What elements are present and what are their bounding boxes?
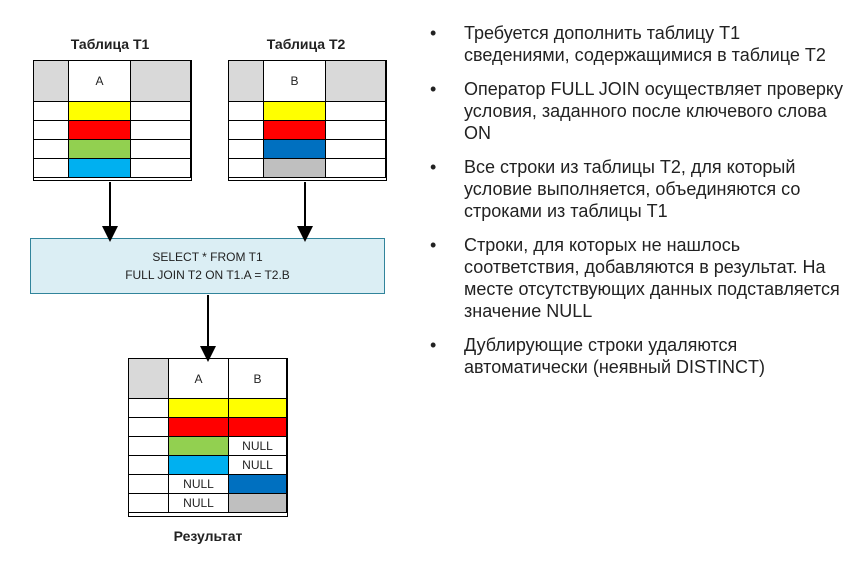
result-cell [129, 456, 169, 475]
bullet-text: Все строки из таблицы T2, для который ус… [464, 157, 801, 221]
sql-query-box: SELECT * FROM T1 FULL JOIN T2 ON T1.A = … [30, 238, 385, 294]
result-cell [129, 475, 169, 494]
bullet-dot-icon: • [430, 157, 437, 177]
result-cell [169, 418, 229, 437]
table1-cell [131, 121, 191, 140]
result-cell: NULL [169, 475, 229, 494]
table1-cell [69, 140, 131, 159]
result-cell [229, 494, 287, 513]
bullet-text: Требуется дополнить таблицу T1 сведениям… [464, 23, 826, 65]
table2-cell [264, 159, 326, 178]
table1-header-cell: A [69, 61, 131, 102]
result-cell [169, 399, 229, 418]
table1-cell [131, 140, 191, 159]
bullet-item: • Строки, для которых не нашлось соответс… [430, 234, 850, 322]
table2-title: Таблица T2 [266, 36, 346, 52]
bullet-text: Дублирующие строки удаляются автоматичес… [464, 335, 766, 377]
table1-grid: A [33, 60, 192, 181]
bullet-item: • Требуется дополнить таблицу T1 сведения… [430, 22, 850, 66]
result-cell [129, 494, 169, 513]
table1-cell [131, 102, 191, 121]
table2-cell [264, 121, 326, 140]
explanation-list: • Требуется дополнить таблицу T1 сведения… [430, 22, 850, 390]
table2-cell [229, 159, 264, 178]
table2-grid: B [228, 60, 387, 181]
table1-header-cell [34, 61, 69, 102]
table1-header-cell [131, 61, 191, 102]
table2-header-cell [326, 61, 386, 102]
bullet-text: Оператор FULL JOIN осуществляет проверку… [464, 79, 843, 143]
table2-cell [229, 121, 264, 140]
result-cell [229, 399, 287, 418]
result-cell [129, 399, 169, 418]
result-header-cell [129, 359, 169, 399]
result-cell [129, 437, 169, 456]
result-header-cell: B [229, 359, 287, 399]
table2-header-cell [229, 61, 264, 102]
result-cell: NULL [169, 494, 229, 513]
result-cell [229, 418, 287, 437]
table2-cell [326, 102, 386, 121]
table2-header-cell: B [264, 61, 326, 102]
table1-cell [131, 159, 191, 178]
result-header-cell: A [169, 359, 229, 399]
table1-cell [34, 140, 69, 159]
result-cell: NULL [229, 437, 287, 456]
table2-cell [326, 140, 386, 159]
table1-cell [69, 102, 131, 121]
table2-cell [229, 140, 264, 159]
result-cell [229, 475, 287, 494]
table1-cell [34, 102, 69, 121]
bullet-dot-icon: • [430, 335, 437, 355]
table1-cell [69, 121, 131, 140]
sql-query-line-2: FULL JOIN T2 ON T1.A = T2.B [125, 268, 290, 282]
table2-cell [229, 102, 264, 121]
table2-cell [264, 140, 326, 159]
table2-cell [326, 159, 386, 178]
result-cell [169, 456, 229, 475]
result-cell: NULL [229, 456, 287, 475]
bullet-dot-icon: • [430, 79, 437, 99]
bullet-item: • Дублирующие строки удаляются автоматиче… [430, 334, 850, 378]
table2-cell [264, 102, 326, 121]
table1-cell [34, 159, 69, 178]
table1-title: Таблица T1 [70, 36, 150, 52]
table2-cell [326, 121, 386, 140]
bullet-item: • Все строки из таблицы T2, для который у… [430, 156, 850, 222]
bullet-dot-icon: • [430, 235, 437, 255]
result-cell [129, 418, 169, 437]
table1-cell [34, 121, 69, 140]
bullet-text: Строки, для которых не нашлось соответст… [464, 235, 840, 321]
table1-cell [69, 159, 131, 178]
result-cell [169, 437, 229, 456]
sql-query-line-1: SELECT * FROM T1 [152, 250, 263, 264]
result-title: Результат [173, 528, 243, 544]
bullet-item: • Оператор FULL JOIN осуществляет проверк… [430, 78, 850, 144]
bullet-dot-icon: • [430, 23, 437, 43]
